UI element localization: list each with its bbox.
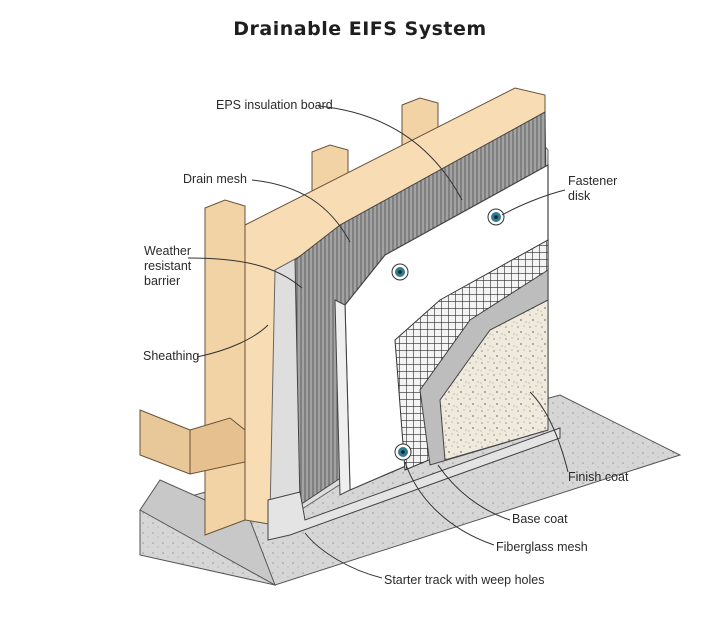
leader-starter-track xyxy=(304,532,383,579)
fastener-disk-icon xyxy=(391,263,409,281)
leader-sheathing xyxy=(196,324,269,358)
starter-track xyxy=(267,427,561,541)
fastener-disk-icon xyxy=(394,443,412,461)
framing-studs xyxy=(139,97,439,536)
leader-fastener xyxy=(501,189,566,216)
leader-eps xyxy=(317,105,463,201)
leader-wrb xyxy=(187,257,303,289)
finish-coat-layer xyxy=(439,299,549,461)
label-wrb-line1: Weather xyxy=(144,244,192,258)
leader-base-coat xyxy=(437,464,511,521)
label-fastener-disk: Fastener disk xyxy=(568,174,617,204)
label-wrb-line3: barrier xyxy=(144,274,181,288)
leader-drain-mesh xyxy=(251,179,351,243)
leader-finish-coat xyxy=(529,391,569,473)
fastener-disks xyxy=(391,208,505,461)
label-fastener-line2: disk xyxy=(568,189,591,203)
label-finish-coat: Finish coat xyxy=(568,470,629,484)
fastener-disk-icon xyxy=(487,208,505,226)
label-drain-mesh: Drain mesh xyxy=(183,172,247,186)
label-weather-resistant-barrier: Weather resistant barrier xyxy=(144,244,191,289)
diagram-title: Drainable EIFS System xyxy=(233,18,487,40)
label-fastener-line1: Fastener xyxy=(568,174,618,188)
label-eps-insulation-board: EPS insulation board xyxy=(216,98,333,112)
label-base-coat: Base coat xyxy=(512,512,568,526)
label-wrb-line2: resistant xyxy=(144,259,192,273)
label-sheathing: Sheathing xyxy=(143,349,200,363)
label-starter-track: Starter track with weep holes xyxy=(384,573,545,587)
leader-lines xyxy=(187,105,569,579)
leader-fiberglass-mesh xyxy=(404,461,495,546)
label-fiberglass-mesh: Fiberglass mesh xyxy=(496,540,588,554)
